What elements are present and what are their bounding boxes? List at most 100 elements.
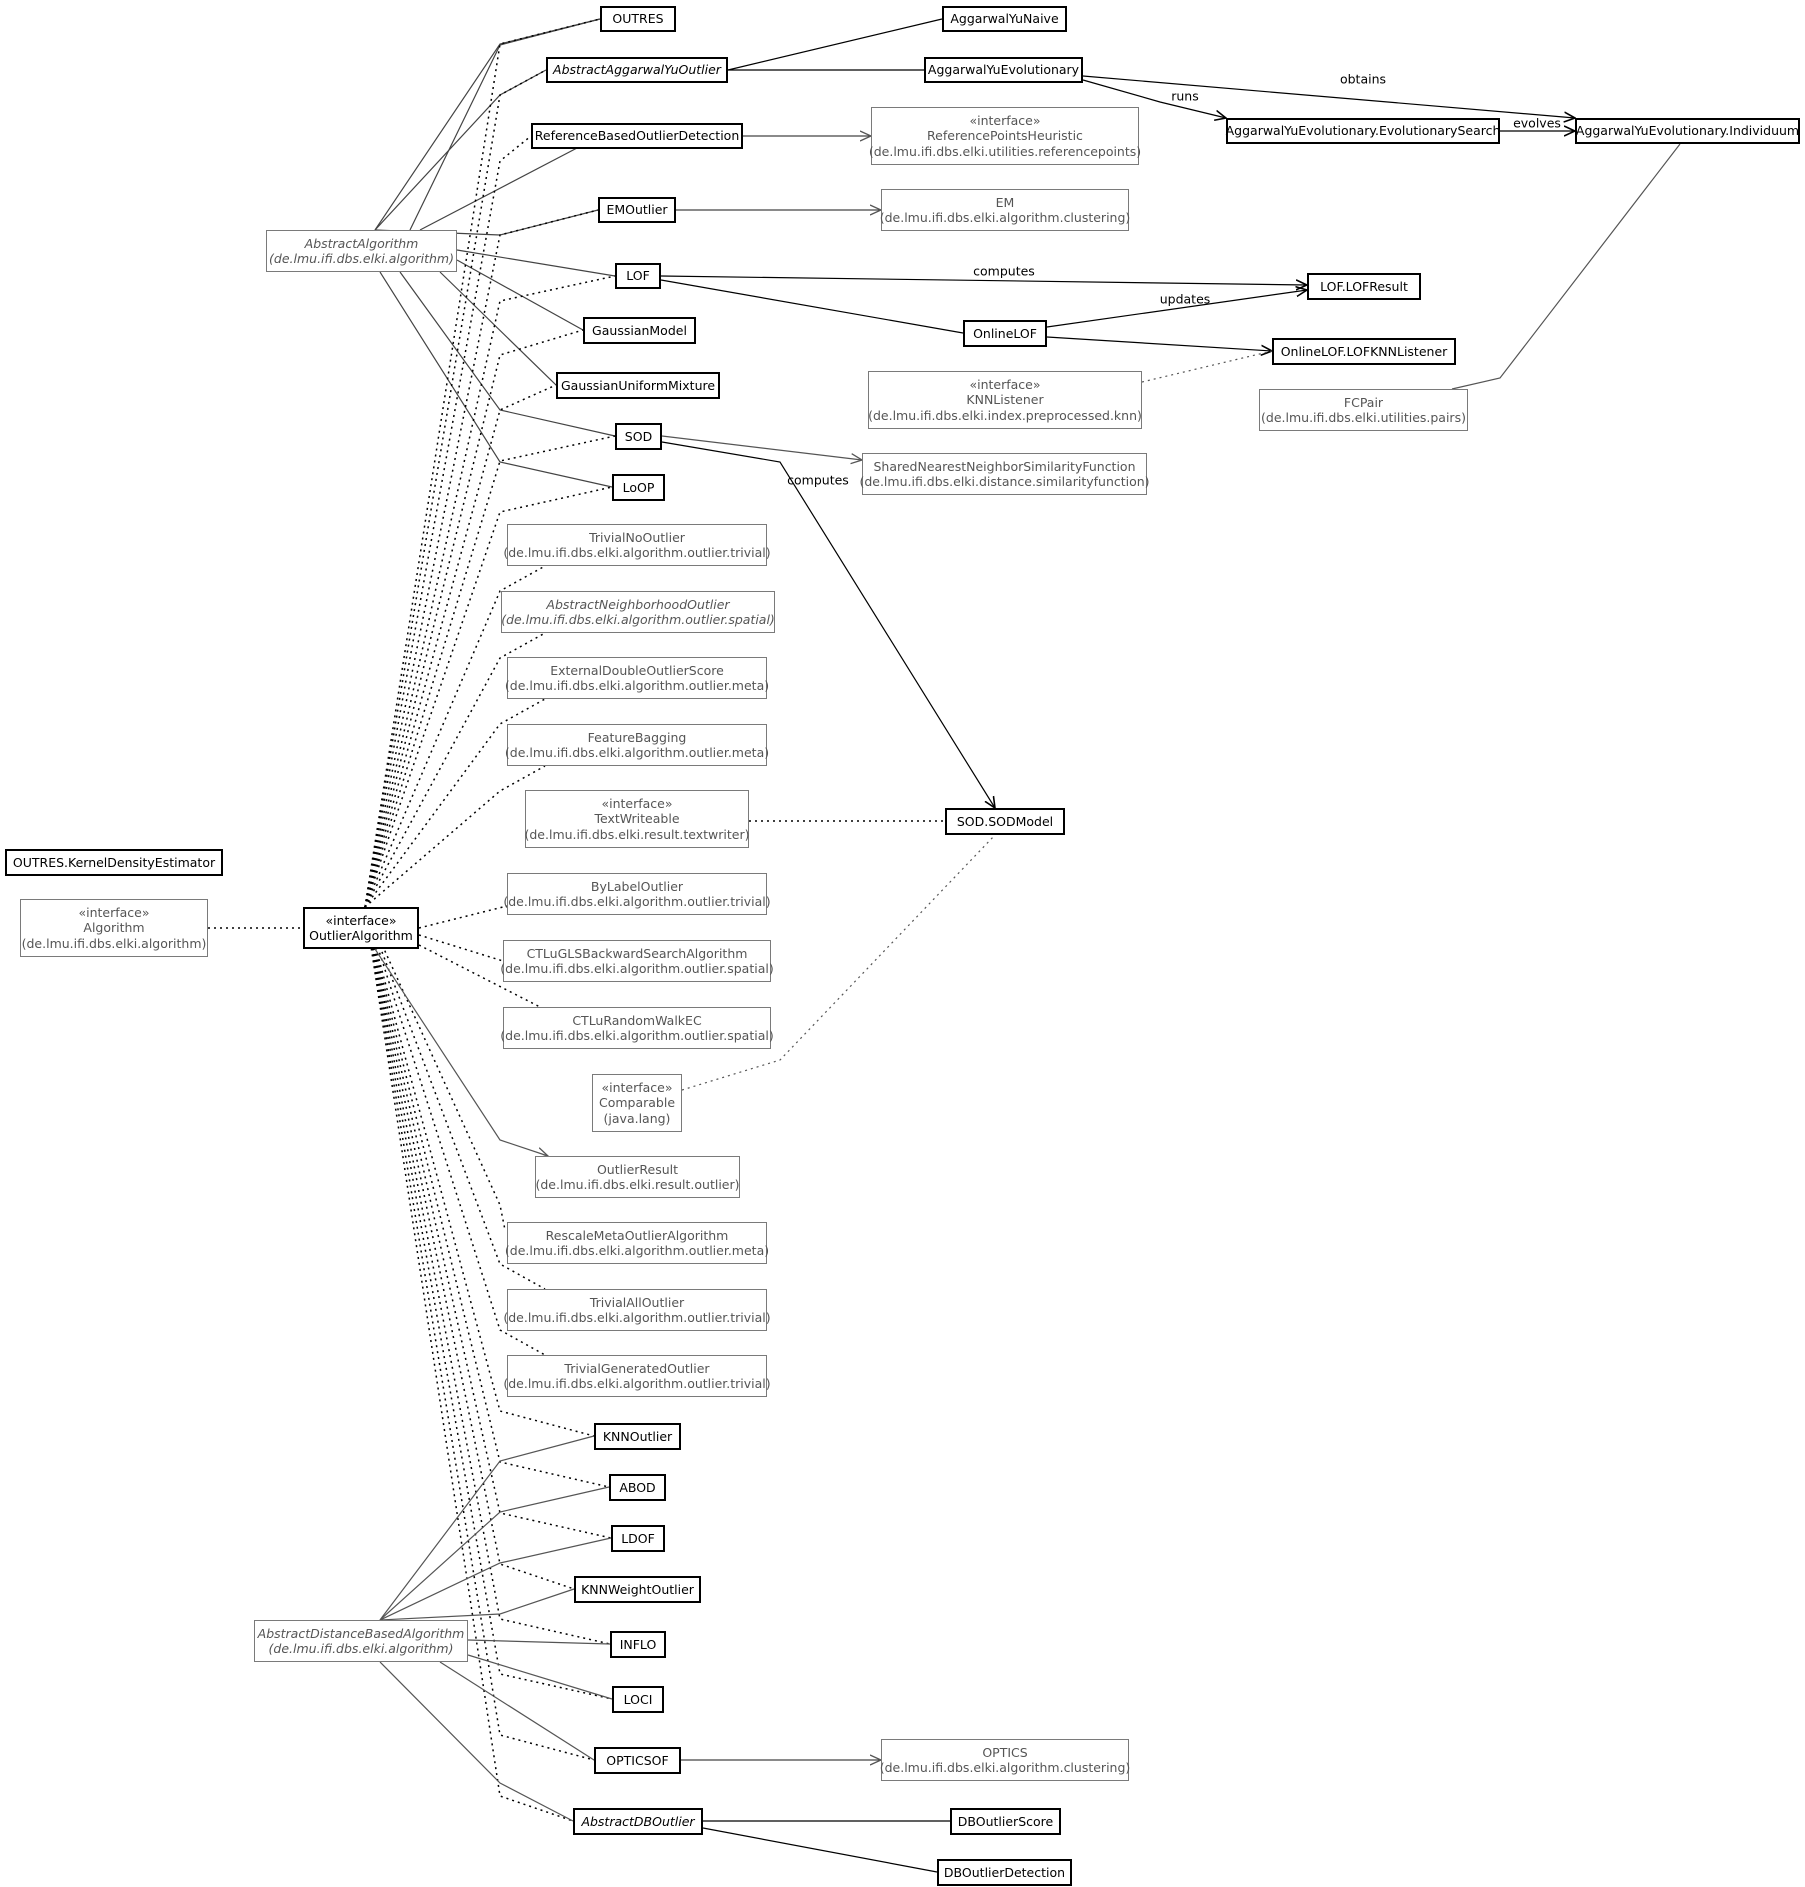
class-name: TrivialNoOutlier — [589, 529, 685, 545]
class-box-gaussianmodel[interactable]: GaussianModel — [583, 317, 696, 344]
inheritance-edge — [379, 1661, 574, 1822]
class-box-abstractalgorithm[interactable]: AbstractAlgorithm(de.lmu.ifi.dbs.elki.al… — [266, 230, 457, 272]
class-box-lofknnlistener[interactable]: OnlineLOF.LOFKNNListener — [1272, 338, 1456, 365]
class-box-ctlugls[interactable]: CTLuGLSBackwardSearchAlgorithm(de.lmu.if… — [500, 940, 774, 982]
class-box-aggarwalyuevolutionary[interactable]: AggarwalYuEvolutionary — [924, 57, 1083, 83]
class-box-em[interactable]: EM(de.lmu.ifi.dbs.elki.algorithm.cluster… — [880, 189, 1130, 231]
class-name: AggarwalYuEvolutionary — [927, 62, 1080, 78]
inheritance-edge — [467, 1654, 613, 1700]
class-name: OutlierResult — [596, 1161, 679, 1177]
realization-edge — [364, 906, 506, 1231]
class-box-onlinelof[interactable]: OnlineLOF — [963, 320, 1047, 347]
inheritance-edge — [419, 135, 601, 231]
class-box-knnoutlier[interactable]: KNNOutlier — [594, 1423, 681, 1450]
runs-edge — [1082, 79, 1226, 118]
class-box-outres[interactable]: OUTRES — [600, 6, 676, 32]
class-box-bylabeloutlier[interactable]: ByLabelOutlier(de.lmu.ifi.dbs.elki.algor… — [503, 873, 771, 915]
class-box-optics[interactable]: OPTICS(de.lmu.ifi.dbs.elki.algorithm.clu… — [879, 1739, 1131, 1781]
realization-edge — [1141, 350, 1273, 383]
realization-edge — [364, 906, 613, 1700]
class-box-ctlurandomwalkec[interactable]: CTLuRandomWalkEC(de.lmu.ifi.dbs.elki.alg… — [500, 1007, 774, 1049]
obtains-edge — [1082, 75, 1575, 118]
class-package: (de.lmu.ifi.dbs.elki.algorithm.outlier.s… — [501, 612, 775, 627]
class-name: KNNListener — [966, 392, 1044, 408]
edge-label: evolves — [1513, 115, 1561, 131]
class-box-kerneldensityestimator[interactable]: OUTRES.KernelDensityEstimator — [5, 849, 223, 876]
class-box-textwriteable[interactable]: «interface»TextWriteable(de.lmu.ifi.dbs.… — [524, 790, 750, 848]
class-box-lofresult[interactable]: LOF.LOFResult — [1307, 273, 1421, 300]
association-edge — [1451, 143, 1681, 390]
class-name: TrivialGeneratedOutlier — [564, 1360, 710, 1376]
class-box-featurebagging[interactable]: FeatureBagging(de.lmu.ifi.dbs.elki.algor… — [505, 724, 769, 766]
class-name: KNNOutlier — [602, 1428, 673, 1444]
class-box-dboutlierscore[interactable]: DBOutlierScore — [950, 1808, 1061, 1835]
class-name: CTLuGLSBackwardSearchAlgorithm — [526, 945, 748, 961]
class-name: ExternalDoubleOutlierScore — [550, 662, 724, 678]
computes-edge — [661, 441, 995, 808]
class-name: OPTICSOF — [606, 1752, 669, 1768]
class-box-emoutlier[interactable]: EMOutlier — [598, 197, 676, 223]
inheritance-edge — [399, 271, 616, 437]
class-box-comparable[interactable]: «interface»Comparable(java.lang) — [592, 1074, 682, 1132]
association-edge — [661, 435, 862, 460]
class-package: (de.lmu.ifi.dbs.elki.algorithm.outlier.t… — [503, 1310, 771, 1325]
class-box-sod[interactable]: SOD — [615, 423, 662, 450]
class-box-ldof[interactable]: LDOF — [611, 1525, 665, 1552]
class-box-trivialgeneratedoutlier[interactable]: TrivialGeneratedOutlier(de.lmu.ifi.dbs.e… — [503, 1355, 771, 1397]
class-box-rescalemeta[interactable]: RescaleMetaOutlierAlgorithm(de.lmu.ifi.d… — [505, 1222, 769, 1264]
updates-edge — [1046, 290, 1307, 328]
class-stereotype: «interface» — [601, 1079, 673, 1095]
class-box-lof[interactable]: LOF — [615, 263, 661, 289]
class-box-abstractneighborhoodoutlier[interactable]: AbstractNeighborhoodOutlier(de.lmu.ifi.d… — [501, 591, 775, 633]
class-box-loci[interactable]: LOCI — [612, 1686, 664, 1713]
class-box-knnweightoutlier[interactable]: KNNWeightOutlier — [574, 1576, 701, 1603]
class-package: (java.lang) — [603, 1110, 671, 1126]
class-box-abstractaggarwalyuoutlier[interactable]: AbstractAggarwalYuOutlier — [546, 57, 728, 83]
class-box-outlierresult[interactable]: OutlierResult(de.lmu.ifi.dbs.elki.result… — [535, 1156, 740, 1198]
class-package: (de.lmu.ifi.dbs.elki.algorithm.outlier.t… — [503, 545, 771, 560]
class-box-abstractdistancebased[interactable]: AbstractDistanceBasedAlgorithm(de.lmu.if… — [254, 1620, 468, 1662]
class-box-abstractdboutlier[interactable]: AbstractDBOutlier — [573, 1808, 703, 1835]
class-package: (de.lmu.ifi.dbs.elki.algorithm.clusterin… — [879, 1760, 1131, 1775]
class-box-sodmodel[interactable]: SOD.SODModel — [945, 808, 1065, 835]
inheritance-edge — [456, 259, 584, 331]
class-box-abod[interactable]: ABOD — [609, 1474, 666, 1501]
realization-edge — [418, 934, 504, 962]
realization-edge — [364, 906, 546, 1290]
class-box-trivialnooutlier[interactable]: TrivialNoOutlier(de.lmu.ifi.dbs.elki.alg… — [503, 524, 771, 566]
class-box-referencepointsheuristic[interactable]: «interface»ReferencePointsHeuristic(de.l… — [869, 107, 1141, 165]
class-box-outlieralgorithm[interactable]: «interface»OutlierAlgorithm — [303, 907, 419, 949]
class-box-aggarwalyunaive[interactable]: AggarwalYuNaive — [942, 6, 1067, 32]
realization-edge — [364, 135, 532, 908]
class-package: (de.lmu.ifi.dbs.elki.result.textwriter) — [524, 826, 750, 842]
class-name: LOCI — [623, 1691, 653, 1707]
class-box-individuum[interactable]: AggarwalYuEvolutionary.Individuum — [1575, 118, 1800, 144]
class-box-inflo[interactable]: INFLO — [610, 1631, 666, 1658]
realization-edge — [364, 69, 547, 908]
class-name: TrivialAllOutlier — [589, 1294, 685, 1310]
class-box-fcpair[interactable]: FCPair(de.lmu.ifi.dbs.elki.utilities.pai… — [1259, 389, 1468, 431]
class-name: AbstractAlgorithm — [304, 235, 419, 251]
realization-edge — [364, 565, 546, 908]
class-box-trivialalloutlier[interactable]: TrivialAllOutlier(de.lmu.ifi.dbs.elki.al… — [503, 1289, 771, 1331]
class-box-evolutionarysearch[interactable]: AggarwalYuEvolutionary.EvolutionarySearc… — [1226, 118, 1500, 144]
class-box-referencebasedoutlierdetection[interactable]: ReferenceBasedOutlierDetection — [531, 123, 743, 149]
class-box-gaussianuniformmixture[interactable]: GaussianUniformMixture — [556, 372, 720, 399]
class-box-dboutlierdetection[interactable]: DBOutlierDetection — [937, 1859, 1072, 1886]
class-name: SOD.SODModel — [956, 813, 1054, 829]
inheritance-edge — [379, 271, 613, 488]
class-name: FCPair — [1343, 394, 1384, 410]
class-box-loop[interactable]: LoOP — [612, 474, 665, 501]
inheritance-edge — [439, 271, 557, 386]
class-box-algorithm[interactable]: «interface»Algorithm(de.lmu.ifi.dbs.elki… — [20, 899, 208, 957]
class-box-opticsof[interactable]: OPTICSOF — [594, 1747, 681, 1774]
class-name: OnlineLOF.LOFKNNListener — [1280, 343, 1448, 359]
class-box-sharednn[interactable]: SharedNearestNeighborSimilarityFunction(… — [859, 453, 1150, 495]
class-box-knnlistener[interactable]: «interface»KNNListener(de.lmu.ifi.dbs.el… — [868, 371, 1142, 429]
realization-edge — [364, 209, 599, 908]
association-edge — [727, 18, 943, 71]
class-box-externaldoubleoutlierscore[interactable]: ExternalDoubleOutlierScore(de.lmu.ifi.db… — [505, 657, 769, 699]
class-package: (de.lmu.ifi.dbs.elki.algorithm.outlier.s… — [500, 1028, 774, 1043]
class-name: AbstractDBOutlier — [581, 1813, 695, 1829]
